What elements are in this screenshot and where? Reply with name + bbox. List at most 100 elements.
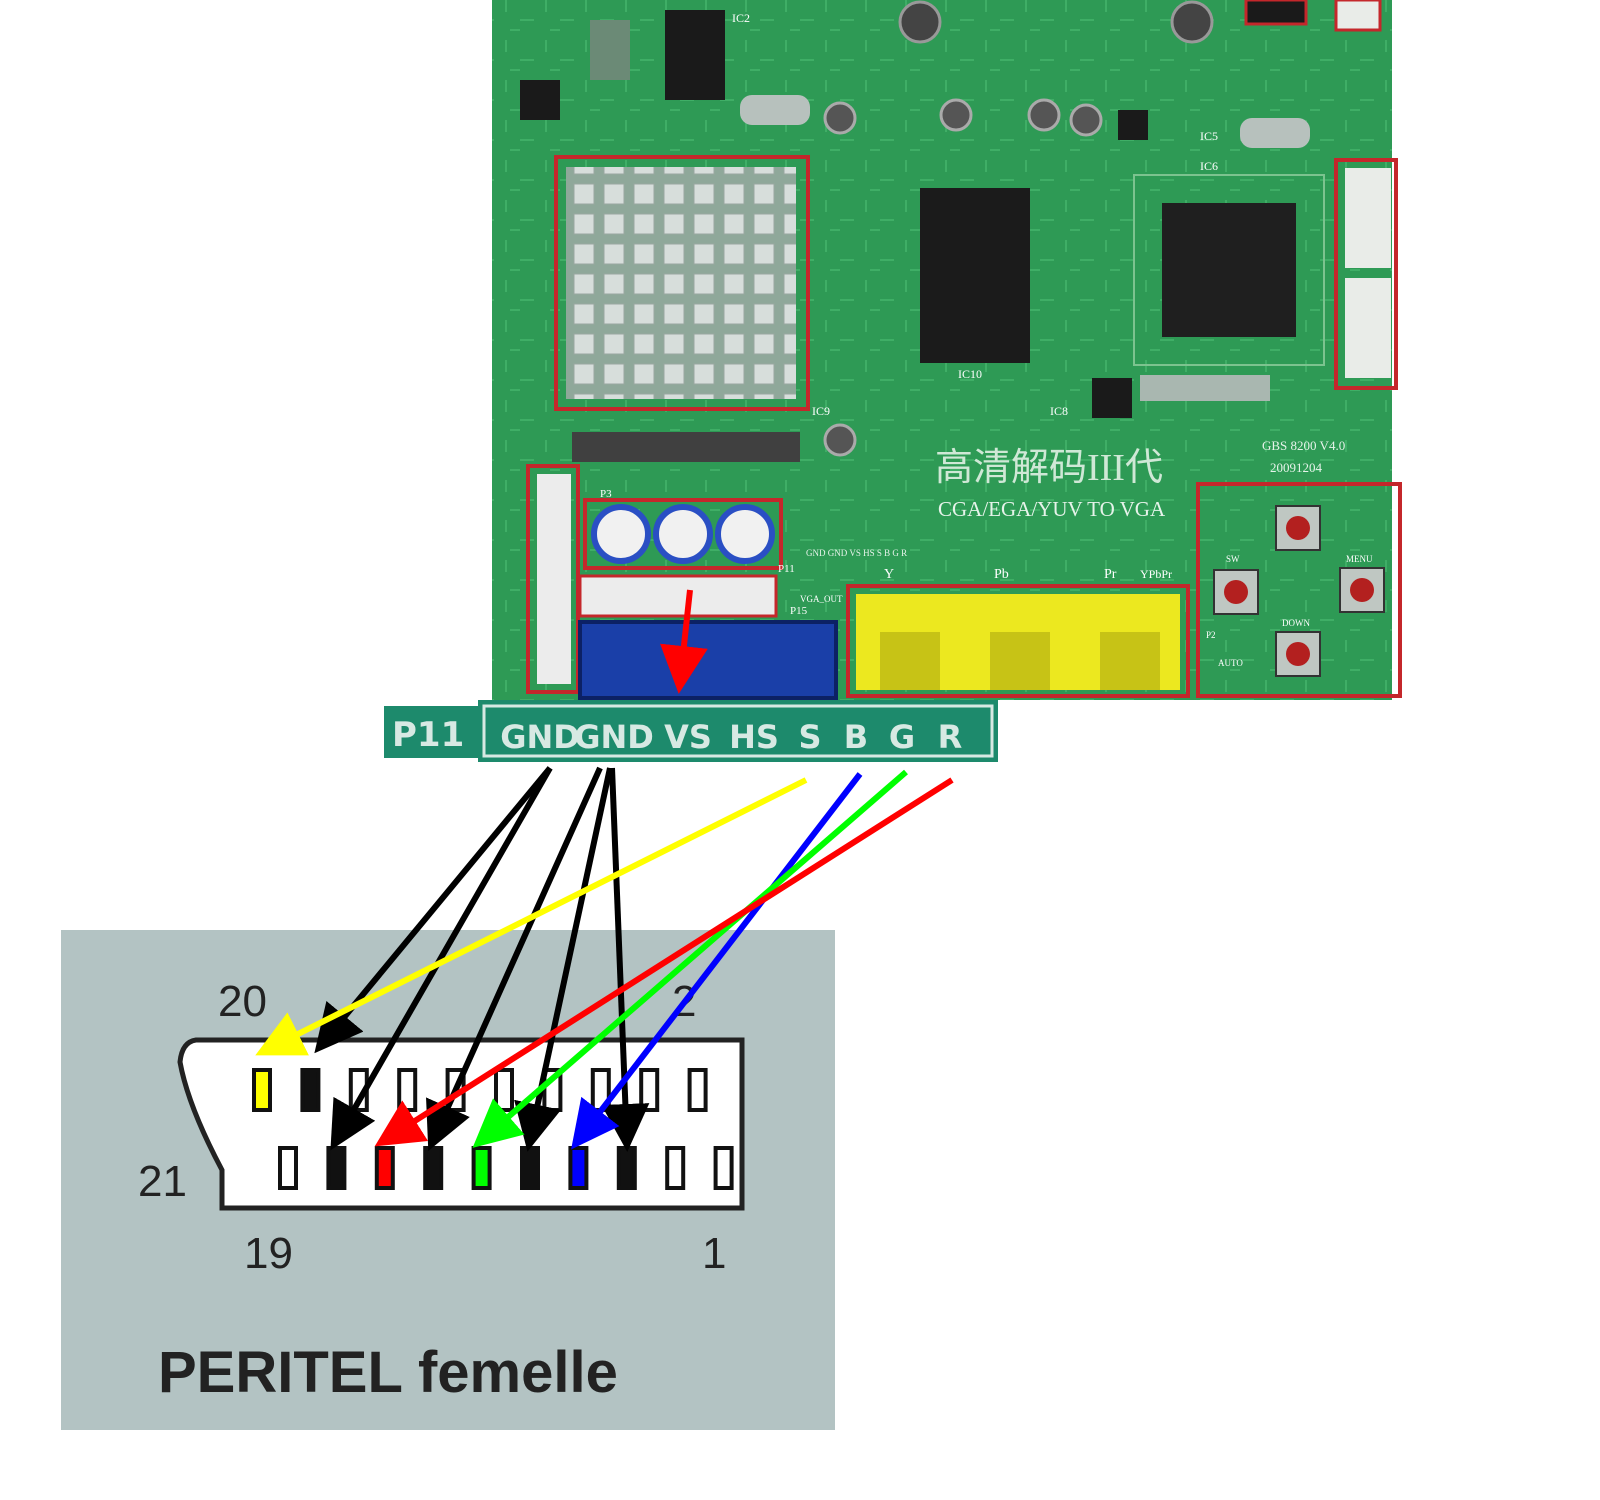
ic5-label: IC5 <box>1200 129 1218 143</box>
scart-pin-17 <box>326 1146 347 1190</box>
ypbpr-label: YPbPr <box>1140 567 1172 581</box>
wire-g-to-pin-11 <box>472 769 908 1148</box>
capacitor-icon <box>823 0 1214 457</box>
board-title-chinese: 高清解码III代 <box>935 447 1163 489</box>
scart-pin-4 <box>639 1068 660 1112</box>
scart-label-20: 20 <box>218 977 267 1026</box>
scart-pin-14 <box>397 1068 418 1112</box>
ic9-label: IC9 <box>812 404 830 418</box>
resistor-array <box>1140 375 1270 401</box>
wire-group <box>255 766 954 1152</box>
pin-header-strip <box>572 432 800 462</box>
left-connector <box>537 474 571 684</box>
scart-panel: 20 2 21 19 1 PERITEL femelle <box>61 930 835 1430</box>
scart-pin-9 <box>520 1146 540 1190</box>
wire-gnd-to-pin-9 <box>514 767 613 1152</box>
wire-gnd-to-pin-17 <box>330 766 553 1151</box>
scart-label-19: 19 <box>244 1229 293 1278</box>
wire-gnd-to-pin-13 <box>426 766 603 1151</box>
vga-out-label: VGA_OUT <box>800 594 843 604</box>
pin-label-r: R <box>938 718 963 756</box>
right-connector <box>1345 168 1391 268</box>
scart-pin-11 <box>471 1146 492 1190</box>
ypbpr-channel-pr: Pr <box>1104 567 1117 582</box>
scart-label-21: 21 <box>138 1157 187 1206</box>
wire-b-to-pin-7 <box>571 772 863 1150</box>
ic2-label: IC2 <box>732 11 750 25</box>
ypbpr-outline <box>846 584 1190 698</box>
pin-label-hs: HS <box>729 718 779 756</box>
board-version: GBS 8200 V4.0 <box>1262 438 1345 453</box>
p15-label: P15 <box>790 605 808 617</box>
top-connector <box>1334 0 1382 32</box>
ypbpr-channel-y: Y <box>884 567 894 582</box>
qfp-outline <box>1133 174 1325 366</box>
scart-pin-7 <box>568 1146 589 1190</box>
buttons-outline <box>1196 482 1402 698</box>
ic10-chip <box>920 188 1030 363</box>
p3-label: P3 <box>600 488 612 500</box>
rca-jack-pr <box>1100 632 1160 690</box>
scart-pin-2 <box>687 1068 708 1112</box>
scart-pin-18 <box>300 1068 321 1112</box>
crystal-oscillator <box>740 95 810 125</box>
wire-s-to-pin-20 <box>255 777 808 1056</box>
scart-pin-13 <box>423 1146 444 1190</box>
pin-label-g: G <box>889 718 915 756</box>
pin-label-s: S <box>798 718 821 756</box>
ic2-chip <box>665 10 725 100</box>
component-array <box>590 20 630 80</box>
trim-pot-outline <box>583 498 783 570</box>
ic6-label: IC6 <box>1200 159 1218 173</box>
p11-name-box <box>384 706 484 758</box>
regulator-chip <box>1118 110 1148 140</box>
crystal-oscillator <box>1240 118 1310 148</box>
wire-r-to-pin-15 <box>374 777 954 1147</box>
button-label-p2: P2 <box>1206 630 1216 640</box>
p11-name: P11 <box>392 715 464 755</box>
ic8-chip <box>1092 378 1132 418</box>
pin-label-gnd: GND <box>500 718 580 756</box>
p11-pin-box <box>478 700 998 762</box>
scart-pin-15 <box>374 1146 395 1190</box>
button-label-down: DOWN <box>1282 618 1310 628</box>
ic10-label: IC10 <box>958 367 982 381</box>
pin-header-silkscreen: GND GND VS HS S B G R <box>806 548 907 558</box>
heatsink <box>566 167 796 399</box>
pcb-board: IC2 IC5 IC6 IC9 IC10 IC8 <box>492 0 1402 700</box>
button-label-auto: AUTO <box>1218 658 1243 668</box>
left-connector-outline <box>526 464 580 694</box>
scart-pin-10 <box>494 1068 514 1112</box>
pin-label-vs: VS <box>664 718 712 756</box>
board-date: 20091204 <box>1270 460 1323 475</box>
button-label-menu: MENU <box>1346 554 1373 564</box>
ypbpr-channel-pb: Pb <box>994 567 1009 582</box>
scart-socket-outline <box>177 1037 745 1211</box>
ic9-outline <box>554 155 810 411</box>
button-icon <box>1213 505 1385 677</box>
top-connector <box>1244 0 1308 26</box>
scart-title: PERITEL femelle <box>158 1340 618 1405</box>
scart-pin-5 <box>616 1146 637 1190</box>
trim-pot-icon <box>591 504 775 564</box>
small-chip <box>520 80 560 120</box>
scart-label-1: 1 <box>702 1229 726 1278</box>
ic8-label: IC8 <box>1050 404 1068 418</box>
qfp-chip <box>1162 203 1296 337</box>
scart-pin-19 <box>278 1146 298 1190</box>
p11-pin-box-outline <box>482 704 994 758</box>
vga-connector <box>578 620 838 700</box>
right-connector-outline <box>1334 158 1398 390</box>
wire-gnd-to-pin-18 <box>314 766 553 1054</box>
rca-jack-y <box>880 632 940 690</box>
button-label-sw: SW <box>1226 554 1240 564</box>
p11-silk-label: P11 <box>778 563 795 575</box>
right-connector <box>1345 278 1391 378</box>
p15-header <box>578 574 778 618</box>
scart-pin-20 <box>252 1068 272 1112</box>
rca-jack-pb <box>990 632 1050 690</box>
pin-label-b: B <box>844 718 868 756</box>
